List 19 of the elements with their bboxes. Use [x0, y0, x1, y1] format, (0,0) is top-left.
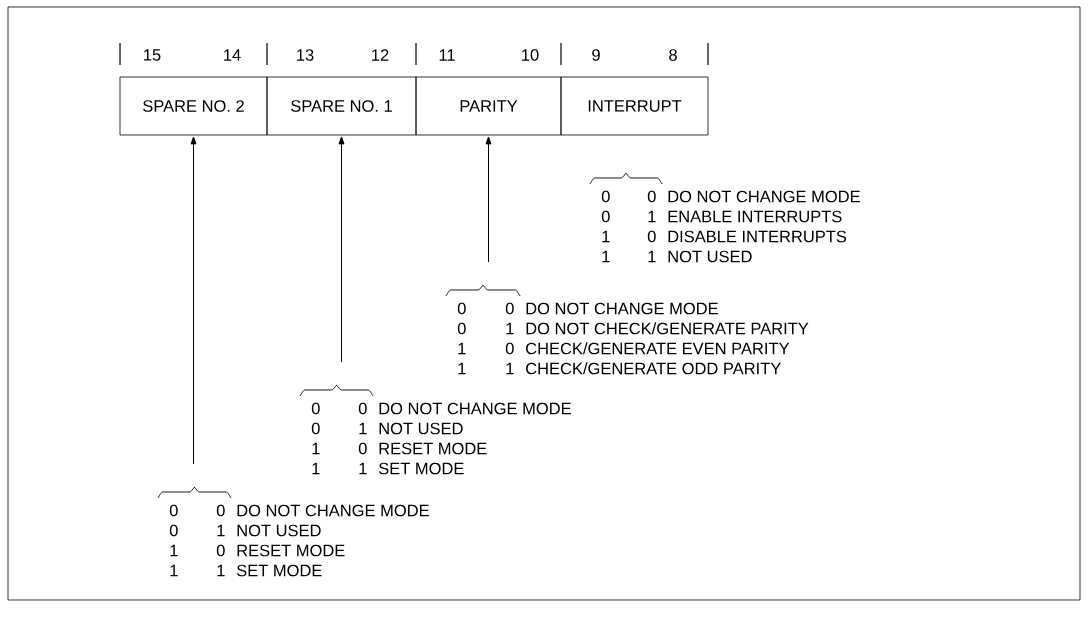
code-table: 0 0 DO NOT CHANGE MODE 0 1 DO NOT CHECK/GENERATE PARITY 1 0 CHECK/GENERATE EVEN PARITY 1 1 CHECK/GENERATE ODD PARITY — [457, 302, 809, 375]
code-table: 0 0 DO NOT CHANGE MODE 0 1 NOT USED 1 0 RESET MODE 1 1 SET MODE — [311, 402, 571, 475]
register-field-box: SPARE NO. 2 — [119, 76, 268, 136]
bit-number: 13 — [297, 49, 314, 61]
bit-number: 14 — [224, 49, 241, 61]
arrow — [190, 136, 197, 465]
arrow — [485, 136, 492, 263]
register-field-box: SPARE NO. 1 — [266, 76, 417, 136]
code-table: 0 0 DO NOT CHANGE MODE 0 1 NOT USED 1 0 RESET MODE 1 1 SET MODE — [169, 504, 429, 577]
bit-number: 15 — [144, 49, 161, 61]
register-field-box: PARITY — [415, 76, 562, 136]
register-field-box: INTERRUPT — [560, 76, 709, 136]
bit-number: 9 — [592, 49, 600, 61]
bit-number: 8 — [669, 49, 677, 61]
bit-number: 10 — [522, 49, 539, 61]
code-table: 0 0 DO NOT CHANGE MODE 0 1 ENABLE INTERRUPTS 1 0 DISABLE INTERRUPTS 1 1 NOT USED — [601, 190, 860, 263]
bit-number: 12 — [372, 49, 389, 61]
arrow — [338, 136, 345, 363]
bit-number: 11 — [439, 49, 455, 61]
